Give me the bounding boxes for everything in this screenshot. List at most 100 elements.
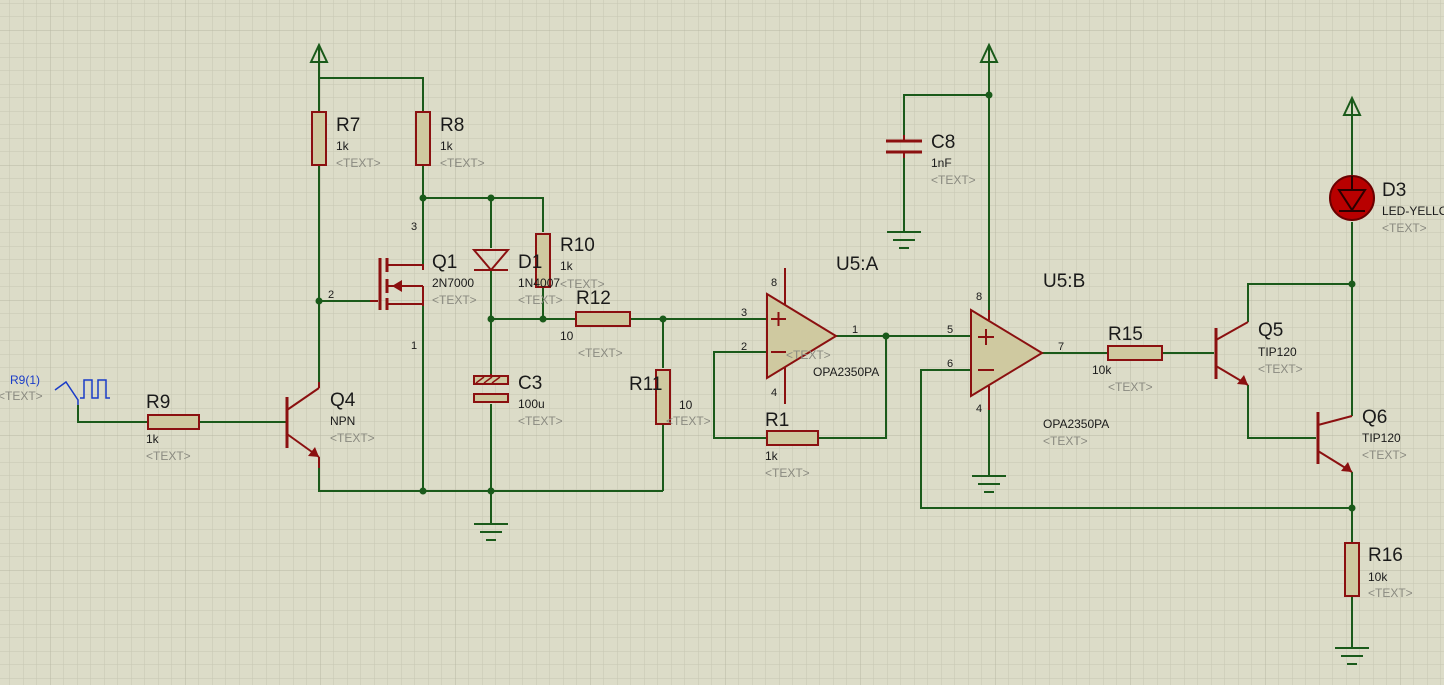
svg-text:<TEXT>: <TEXT> [1043,434,1088,448]
svg-text:<TEXT>: <TEXT> [578,346,623,360]
resistor-r11[interactable]: R11 10 <TEXT> [629,369,711,428]
svg-text:6: 6 [947,358,953,370]
svg-text:D1: D1 [518,252,542,273]
resistor-r10[interactable]: R10 1k <TEXT> [535,233,605,291]
svg-text:<TEXT>: <TEXT> [1108,380,1153,394]
svg-text:R16: R16 [1368,545,1403,566]
svg-text:1nF: 1nF [931,156,952,170]
svg-text:2: 2 [328,289,334,301]
svg-text:LED-YELLOW: LED-YELLOW [1382,204,1444,218]
svg-text:<TEXT>: <TEXT> [1258,362,1303,376]
svg-text:OPA2350PA: OPA2350PA [813,365,879,379]
svg-text:<TEXT>: <TEXT> [1368,586,1413,600]
power-terminal-right [1342,95,1362,116]
svg-text:U5:B: U5:B [1043,271,1085,292]
svg-text:TIP120: TIP120 [1258,345,1297,359]
svg-text:R15: R15 [1108,324,1143,345]
resistor-r15[interactable]: R15 10k <TEXT> [1092,324,1163,394]
svg-text:<TEXT>: <TEXT> [0,389,43,403]
svg-text:<TEXT>: <TEXT> [518,414,563,428]
svg-text:1k: 1k [765,449,779,463]
svg-text:Q4: Q4 [330,390,356,411]
svg-text:8: 8 [771,277,777,289]
svg-text:8: 8 [976,291,982,303]
transistor-q5[interactable]: Q5 TIP120 <TEXT> [1214,320,1303,386]
svg-text:C8: C8 [931,132,955,153]
diode-d1[interactable]: D1 1N4007 <TEXT> [471,249,563,307]
svg-text:<TEXT>: <TEXT> [146,449,191,463]
svg-text:Q1: Q1 [432,252,457,273]
svg-text:U5:A: U5:A [836,254,879,275]
resistor-r16[interactable]: R16 10k <TEXT> [1344,542,1413,600]
svg-text:10k: 10k [1368,570,1388,584]
capacitor-c8[interactable]: C8 1nF <TEXT> [886,132,976,187]
svg-text:R8: R8 [440,115,464,136]
opamp-u5b[interactable]: 5 6 7 8 4 U5:B OPA2350PA <TEXT> [947,271,1109,448]
svg-text:3: 3 [741,307,747,319]
svg-text:1: 1 [411,340,417,352]
ground-symbol-r16 [1335,647,1369,665]
svg-text:1k: 1k [336,139,350,153]
svg-text:<TEXT>: <TEXT> [666,414,711,428]
svg-text:2N7000: 2N7000 [432,276,474,290]
svg-text:R10: R10 [560,235,595,256]
svg-text:<TEXT>: <TEXT> [336,156,381,170]
svg-text:<TEXT>: <TEXT> [1362,448,1407,462]
svg-text:Q6: Q6 [1362,407,1387,428]
transistor-q4[interactable]: Q4 NPN <TEXT> [285,382,375,468]
junction-dots [315,91,1356,512]
svg-text:NPN: NPN [330,414,355,428]
transistor-q6[interactable]: Q6 TIP120 <TEXT> [1316,407,1407,473]
resistor-r7[interactable]: R7 1k <TEXT> [311,111,381,170]
svg-text:2: 2 [741,341,747,353]
svg-text:TIP120: TIP120 [1362,431,1401,445]
ground-symbol-c3 [474,523,508,541]
ground-symbol-c8 [887,231,921,249]
svg-text:<TEXT>: <TEXT> [1382,221,1427,235]
svg-text:7: 7 [1058,341,1064,353]
resistor-r9[interactable]: R9 1k <TEXT> [146,392,200,463]
svg-text:4: 4 [976,403,982,415]
led-d3[interactable]: D3 LED-YELLOW <TEXT> [1329,175,1444,235]
svg-text:R9(1): R9(1) [10,373,40,387]
svg-text:<TEXT>: <TEXT> [518,293,563,307]
svg-text:1N4007: 1N4007 [518,276,560,290]
svg-text:<TEXT>: <TEXT> [786,348,831,362]
svg-text:R1: R1 [765,410,789,431]
mosfet-q1[interactable]: 3 2 1 Q1 2N7000 <TEXT> [328,221,477,352]
svg-text:10: 10 [560,329,574,343]
svg-text:1k: 1k [146,432,160,446]
svg-text:10k: 10k [1092,363,1112,377]
svg-text:D3: D3 [1382,180,1406,201]
signal-generator-r9[interactable]: R9(1) <TEXT> [0,373,110,405]
svg-text:1k: 1k [440,139,454,153]
svg-text:<TEXT>: <TEXT> [931,173,976,187]
svg-text:10: 10 [679,398,693,412]
svg-text:C3: C3 [518,373,542,394]
svg-text:4: 4 [771,387,777,399]
svg-text:<TEXT>: <TEXT> [765,466,810,480]
svg-text:1: 1 [852,324,858,336]
power-terminal-left [309,42,329,63]
opamp-u5a[interactable]: 3 2 1 8 4 U5:A OPA2350PA <TEXT> [741,254,879,404]
svg-text:1k: 1k [560,259,574,273]
svg-text:3: 3 [411,221,417,233]
capacitor-c3[interactable]: C3 100u <TEXT> [473,373,563,428]
svg-text:<TEXT>: <TEXT> [330,431,375,445]
resistor-r1[interactable]: R1 1k <TEXT> [765,410,819,480]
svg-text:R11: R11 [629,374,662,395]
svg-text:<TEXT>: <TEXT> [560,277,605,291]
svg-text:<TEXT>: <TEXT> [440,156,485,170]
resistor-r8[interactable]: R8 1k <TEXT> [415,111,485,170]
ground-symbol-u5b [972,475,1006,493]
resistor-r12[interactable]: R12 10 <TEXT> [560,288,631,360]
svg-text:R9: R9 [146,392,170,413]
svg-text:R12: R12 [576,288,611,309]
svg-text:OPA2350PA: OPA2350PA [1043,417,1109,431]
power-terminal-mid [979,42,999,63]
svg-text:100u: 100u [518,397,545,411]
svg-text:<TEXT>: <TEXT> [432,293,477,307]
svg-text:5: 5 [947,324,953,336]
